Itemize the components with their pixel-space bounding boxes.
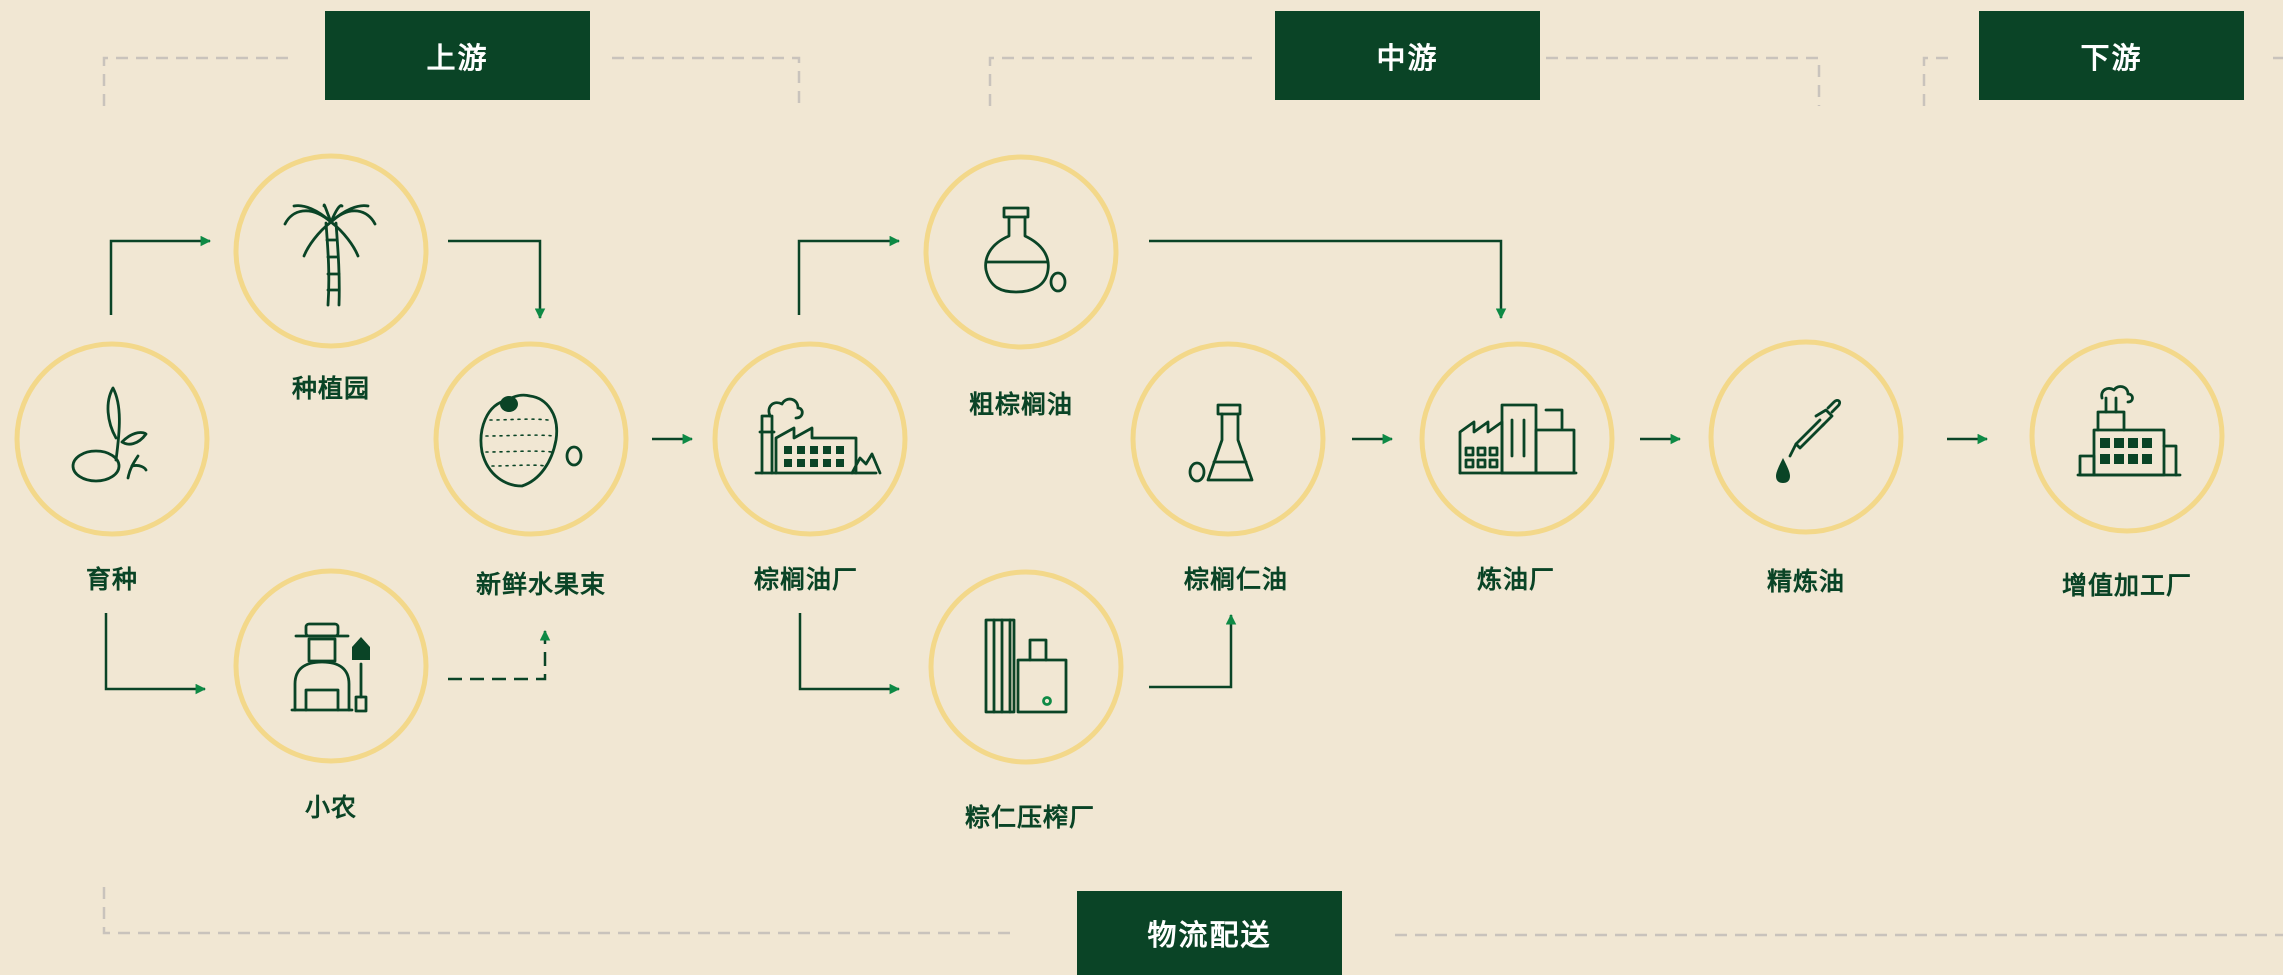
plantation-label: 种植园 bbox=[291, 374, 370, 403]
factory-icon bbox=[754, 397, 882, 475]
midstream-bracket bbox=[988, 56, 1821, 106]
upstream-banner: 上游 bbox=[325, 11, 590, 100]
arrow-crusher-kernel-oil bbox=[1149, 613, 1237, 689]
arrow-mill-crude-oil bbox=[797, 235, 901, 315]
press-machine-icon bbox=[984, 618, 1068, 714]
smallholder-label: 小农 bbox=[304, 793, 357, 822]
fruit-top-fill bbox=[500, 396, 518, 412]
arrow-plantation-ffb bbox=[448, 239, 546, 320]
plantation-circle bbox=[233, 153, 429, 349]
downstream-banner: 下游 bbox=[1979, 11, 2244, 100]
downstream-bracket bbox=[1922, 56, 2283, 106]
midstream-banner: 中游 bbox=[1275, 11, 1540, 100]
logistics-banner: 物流配送 bbox=[1077, 891, 1342, 975]
factory-windows bbox=[784, 446, 844, 467]
palm-oil-mill-label: 棕榈油厂 bbox=[753, 565, 858, 594]
arrow-crude-oil-refinery bbox=[1149, 239, 1507, 320]
palm-kernel-oil-label: 棕榈仁油 bbox=[1183, 565, 1288, 594]
mill-circle bbox=[712, 341, 908, 537]
crude-oil-circle bbox=[923, 154, 1119, 350]
palm-tree-icon bbox=[283, 203, 377, 307]
spade-fill bbox=[352, 637, 370, 660]
ffb-circle bbox=[433, 341, 629, 537]
farmer-icon bbox=[290, 622, 368, 713]
arrow-smallholder-ffb bbox=[448, 629, 551, 681]
refinery-label: 炼油厂 bbox=[1476, 565, 1555, 594]
arrow-breeding-plantation bbox=[109, 235, 212, 315]
processing-plant-icon bbox=[2076, 385, 2182, 477]
arrow-breeding-smallholder bbox=[104, 613, 207, 695]
refinery-icon bbox=[1458, 403, 1578, 475]
plant-windows bbox=[2100, 438, 2152, 464]
kernel-crusher-label: 粽仁压榨厂 bbox=[964, 803, 1095, 832]
fruit-bunch-icon bbox=[479, 393, 583, 488]
kernel-oil-circle bbox=[1130, 341, 1326, 537]
refined-oil-circle bbox=[1708, 339, 1904, 535]
seedling-icon bbox=[71, 386, 148, 483]
smallholder-circle bbox=[233, 568, 429, 764]
upstream-bracket bbox=[102, 56, 801, 106]
refinery-circle bbox=[1419, 341, 1615, 537]
ffb-label: 新鲜水果束 bbox=[475, 570, 606, 599]
breeding-circle bbox=[14, 341, 210, 537]
round-flask-icon bbox=[984, 206, 1067, 294]
refined-oil-label: 精炼油 bbox=[1766, 567, 1845, 596]
plant-circle bbox=[2029, 338, 2225, 534]
breeding-label: 育种 bbox=[85, 565, 138, 594]
conical-flask-icon bbox=[1188, 403, 1254, 483]
crude-palm-oil-label: 粗棕榈油 bbox=[968, 390, 1073, 419]
crusher-circle bbox=[928, 569, 1124, 765]
oil-drop-fill bbox=[1776, 458, 1790, 483]
logistics-bracket bbox=[102, 887, 2283, 937]
value-added-plant-label: 增值加工厂 bbox=[2061, 571, 2192, 600]
pipette-icon bbox=[1788, 398, 1842, 458]
arrow-mill-crusher bbox=[798, 613, 901, 695]
